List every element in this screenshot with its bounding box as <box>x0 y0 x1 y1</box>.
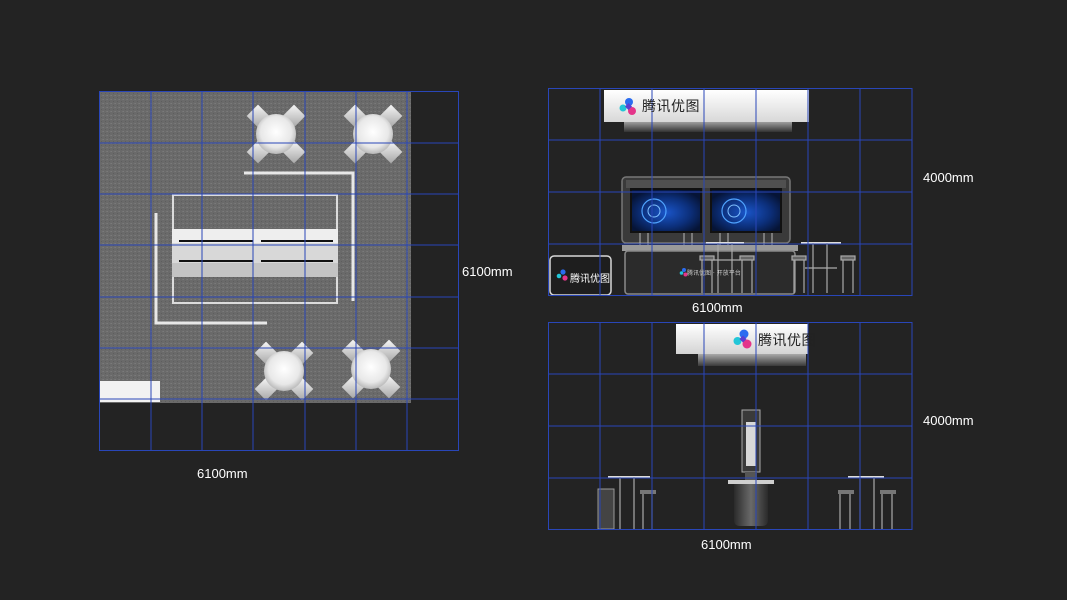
bar-stool <box>699 255 755 293</box>
side-elevation: 腾讯优图 <box>548 322 914 532</box>
side-width-label: 6100mm <box>701 537 752 552</box>
reception-brand-text: 腾讯优图 <box>570 274 610 285</box>
side-bar-table <box>608 476 656 529</box>
floor-edge-line <box>244 171 355 301</box>
podium-top <box>728 480 774 484</box>
plan-width-label: 6100mm <box>197 466 248 481</box>
side-elevation-grid <box>548 322 913 530</box>
front-counter-top <box>622 245 798 251</box>
brand-logo-icon <box>619 98 636 115</box>
floor-edge-line <box>154 213 267 325</box>
reception-logo-icon <box>556 269 568 281</box>
front-height-label: 4000mm <box>923 170 974 185</box>
side-header-brand-text: 腾讯优图 <box>758 333 816 349</box>
front-width-label: 6100mm <box>692 300 743 315</box>
bar-table <box>706 242 744 293</box>
side-elevation-drawing <box>548 322 913 530</box>
side-brand-logo-icon <box>733 329 752 349</box>
front-elevation: 腾讯优图 腾讯优图 腾讯优图 · 开放平台 <box>548 88 914 298</box>
front-elevation-drawing <box>548 88 913 296</box>
reception-desk <box>100 381 160 402</box>
side-bar-table <box>838 476 896 529</box>
plan-drawing <box>99 91 459 451</box>
bar-stool <box>791 255 856 293</box>
counter-logo-icon <box>679 268 688 277</box>
plan-depth-label: 6100mm <box>462 264 513 279</box>
front-header-brand-text: 腾讯优图 <box>642 99 700 115</box>
counter-slogan-text: 腾讯优图 · 开放平台 <box>687 270 741 277</box>
side-height-label: 4000mm <box>923 413 974 428</box>
front-elevation-grid <box>548 88 913 296</box>
plan-grid <box>99 91 459 451</box>
plan-view <box>99 91 459 451</box>
podium <box>734 484 768 526</box>
header-sign <box>604 90 809 122</box>
bar-table <box>801 242 841 293</box>
